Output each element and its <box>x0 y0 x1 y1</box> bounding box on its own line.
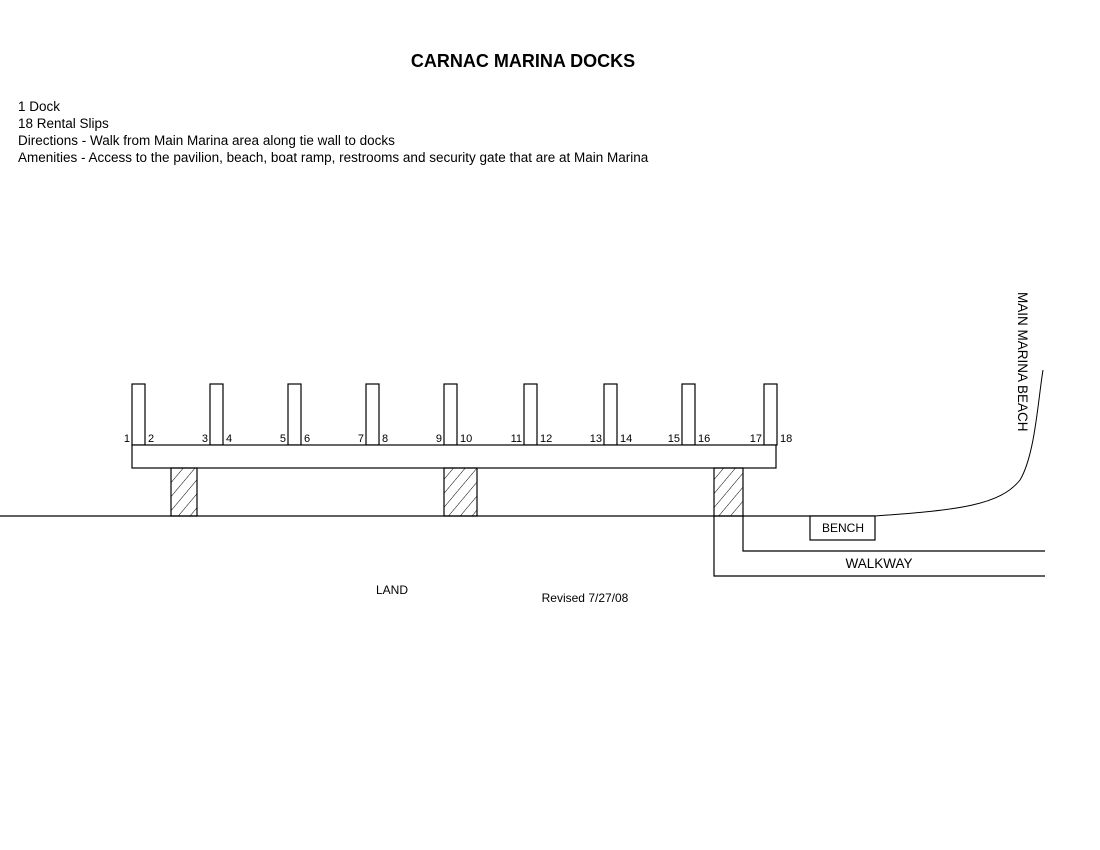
dock-finger <box>681 383 696 446</box>
land-label: LAND <box>376 583 408 597</box>
dock-finger <box>287 383 302 446</box>
main-dock <box>131 444 777 469</box>
dock-finger <box>443 383 458 446</box>
walkway-label: WALKWAY <box>845 556 912 571</box>
slip-number: 12 <box>540 433 552 445</box>
dock-finger <box>131 383 146 446</box>
dock-finger <box>603 383 618 446</box>
dock-finger <box>523 383 538 446</box>
slip-number: 7 <box>358 433 364 445</box>
slip-number: 1 <box>124 433 130 445</box>
slip-number: 13 <box>590 433 602 445</box>
piling-3 <box>713 467 744 517</box>
dock-count: 1 Dock <box>18 99 61 114</box>
dock-finger <box>365 383 380 446</box>
slip-number: 18 <box>780 433 792 445</box>
slip-number: 10 <box>460 433 472 445</box>
walkway-outer-edge <box>713 516 1045 577</box>
slip-number: 15 <box>668 433 680 445</box>
slip-number: 14 <box>620 433 632 445</box>
beach-line <box>874 369 1044 517</box>
slip-count: 18 Rental Slips <box>18 116 109 131</box>
piling-1 <box>170 467 198 517</box>
walkway-inner-edge <box>742 516 1045 552</box>
page-title: CARNAC MARINA DOCKS <box>410 51 636 71</box>
slip-number: 16 <box>698 433 710 445</box>
dock-info: 1 Dock 18 Rental Slips Directions - Walk… <box>18 98 648 166</box>
amenities: Amenities - Access to the pavilion, beac… <box>18 150 649 165</box>
dock-finger <box>209 383 224 446</box>
slip-number: 11 <box>511 433 522 445</box>
directions: Directions - Walk from Main Marina area … <box>18 133 395 148</box>
slip-number: 6 <box>304 433 310 445</box>
slip-number: 3 <box>202 433 208 445</box>
slip-number: 2 <box>148 433 154 445</box>
bench-label: BENCH <box>822 521 864 535</box>
bench <box>809 515 876 541</box>
revised-date: Revised 7/27/08 <box>542 591 629 605</box>
slip-number: 5 <box>280 433 286 445</box>
dock-finger <box>763 383 778 446</box>
slip-number: 8 <box>382 433 388 445</box>
piling-2 <box>443 467 478 517</box>
slip-number: 4 <box>226 433 232 445</box>
beach-label: MAIN MARINA BEACH <box>1015 292 1030 432</box>
slip-number: 9 <box>436 433 442 445</box>
slip-number: 17 <box>750 433 762 445</box>
